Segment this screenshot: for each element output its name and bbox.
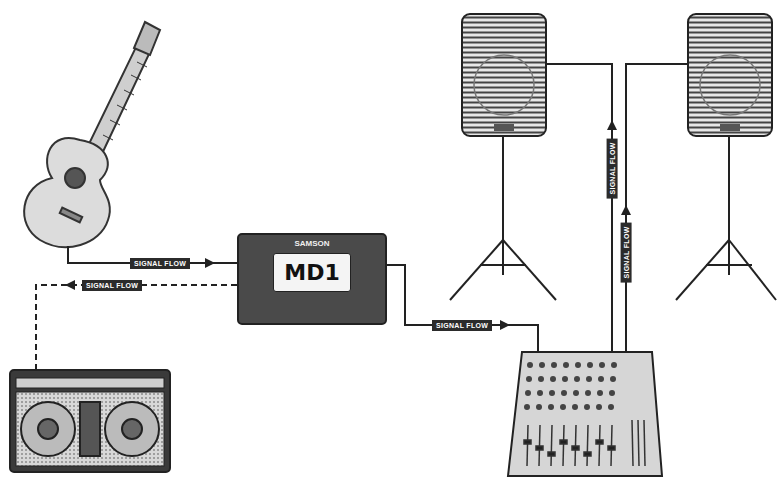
mixer-cable bbox=[375, 265, 538, 356]
amp-cable bbox=[36, 285, 237, 372]
mixer-knob bbox=[550, 376, 556, 382]
acoustic-guitar bbox=[24, 22, 160, 247]
mixer-knob bbox=[539, 362, 545, 368]
flow-arrows bbox=[65, 120, 631, 330]
signal-flow-tag: SIGNAL FLOW bbox=[432, 320, 492, 331]
mixer-knob bbox=[561, 390, 567, 396]
signal-flow-tag: SIGNAL FLOW bbox=[130, 258, 190, 269]
mixer-knob bbox=[574, 376, 580, 382]
fader-cap bbox=[524, 440, 531, 444]
fader-cap bbox=[536, 446, 543, 450]
signal-flow-tag: SIGNAL FLOW bbox=[621, 222, 632, 282]
mixer-knob bbox=[575, 362, 581, 368]
guitar-amplifier bbox=[10, 370, 170, 472]
model-name: MD1 bbox=[273, 253, 350, 292]
fader-cap bbox=[560, 440, 567, 444]
pa-speaker-left bbox=[450, 14, 556, 300]
mixing-console bbox=[508, 352, 662, 476]
mixer-fader bbox=[527, 425, 528, 466]
fader-cap bbox=[608, 446, 615, 450]
mixer-knob bbox=[609, 390, 615, 396]
master-fader bbox=[632, 420, 633, 466]
mixer-knob bbox=[526, 376, 532, 382]
mixer-knob bbox=[548, 404, 554, 410]
master-fader bbox=[638, 420, 639, 466]
mixer-knob bbox=[585, 390, 591, 396]
direct-box: SAMSON MD1 bbox=[237, 233, 387, 325]
mixer-knob bbox=[587, 362, 593, 368]
mixer-knob bbox=[599, 362, 605, 368]
mixer-knob bbox=[538, 376, 544, 382]
mixer-knob bbox=[572, 404, 578, 410]
mixer-knob bbox=[596, 404, 602, 410]
mixer-knob bbox=[562, 376, 568, 382]
mixer-knob bbox=[563, 362, 569, 368]
mixer-knob bbox=[536, 404, 542, 410]
mixer-fader bbox=[551, 425, 552, 466]
mixer-knob bbox=[586, 376, 592, 382]
cables bbox=[36, 64, 688, 372]
master-fader bbox=[644, 420, 645, 466]
mixer-fader bbox=[563, 425, 564, 466]
fader-cap bbox=[584, 452, 591, 456]
mixer-knob bbox=[611, 362, 617, 368]
fader-cap bbox=[548, 452, 555, 456]
pa-speaker-right bbox=[676, 14, 776, 300]
mixer-knob bbox=[610, 376, 616, 382]
mixer-knob bbox=[525, 390, 531, 396]
mixer-knob bbox=[584, 404, 590, 410]
mixer-knob bbox=[549, 390, 555, 396]
mixer-knob bbox=[537, 390, 543, 396]
speaker-cable-left bbox=[546, 64, 612, 356]
mixer-knob bbox=[597, 390, 603, 396]
mixer-knob bbox=[608, 404, 614, 410]
speaker-cable-right bbox=[626, 64, 688, 356]
mixer-fader bbox=[599, 425, 600, 466]
signal-flow-tag: SIGNAL FLOW bbox=[82, 280, 142, 291]
fader-cap bbox=[572, 446, 579, 450]
mixer-knob bbox=[598, 376, 604, 382]
mixer-knob bbox=[573, 390, 579, 396]
brand-name: SAMSON bbox=[239, 239, 385, 248]
mixer-fader bbox=[587, 425, 588, 466]
fader-cap bbox=[596, 440, 603, 444]
mixer-knob bbox=[527, 362, 533, 368]
signal-flow-tag: SIGNAL FLOW bbox=[607, 138, 618, 198]
mixer-knob bbox=[560, 404, 566, 410]
mixer-knob bbox=[551, 362, 557, 368]
mixer-knob bbox=[524, 404, 530, 410]
